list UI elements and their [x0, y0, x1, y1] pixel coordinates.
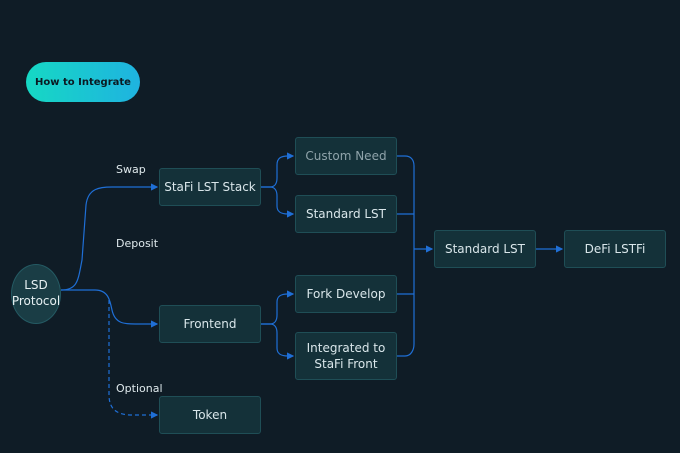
node-label: Fork Develop [306, 286, 386, 301]
node-lsd-protocol: LSD Protocol [11, 264, 61, 324]
node-standard-lst-top: Standard LST [295, 195, 397, 233]
node-label: Token [192, 407, 228, 422]
edge-label-swap: Swap [116, 163, 146, 176]
node-label: Integrated to StaFi Front [306, 340, 386, 371]
node-label: Standard LST [305, 206, 387, 221]
node-stafi-lst-stack: StaFi LST Stack [159, 168, 261, 206]
edge-optional [108, 300, 159, 419]
node-label: Custom Need [305, 148, 387, 163]
edge-deposit [61, 289, 159, 328]
edge-label-optional: Optional [116, 382, 163, 395]
how-to-integrate-button[interactable]: How to Integrate [26, 62, 140, 102]
node-custom-need: Custom Need [295, 137, 397, 175]
node-label: Standard LST [444, 241, 526, 256]
node-label: DeFi LSTFi [584, 241, 646, 256]
node-integrated-to-stafi-front: Integrated to StaFi Front [295, 332, 397, 380]
node-label: LSD Protocol [11, 278, 61, 308]
edge-label-deposit: Deposit [116, 237, 159, 250]
node-label: Frontend [183, 316, 237, 331]
node-fork-develop: Fork Develop [295, 275, 397, 313]
node-frontend: Frontend [159, 305, 261, 343]
edge-swap [60, 183, 159, 291]
node-defi-lstfi: DeFi LSTFi [564, 230, 666, 268]
node-standard-lst-mid: Standard LST [434, 230, 536, 268]
node-label: StaFi LST Stack [164, 179, 256, 194]
node-token: Token [159, 396, 261, 434]
